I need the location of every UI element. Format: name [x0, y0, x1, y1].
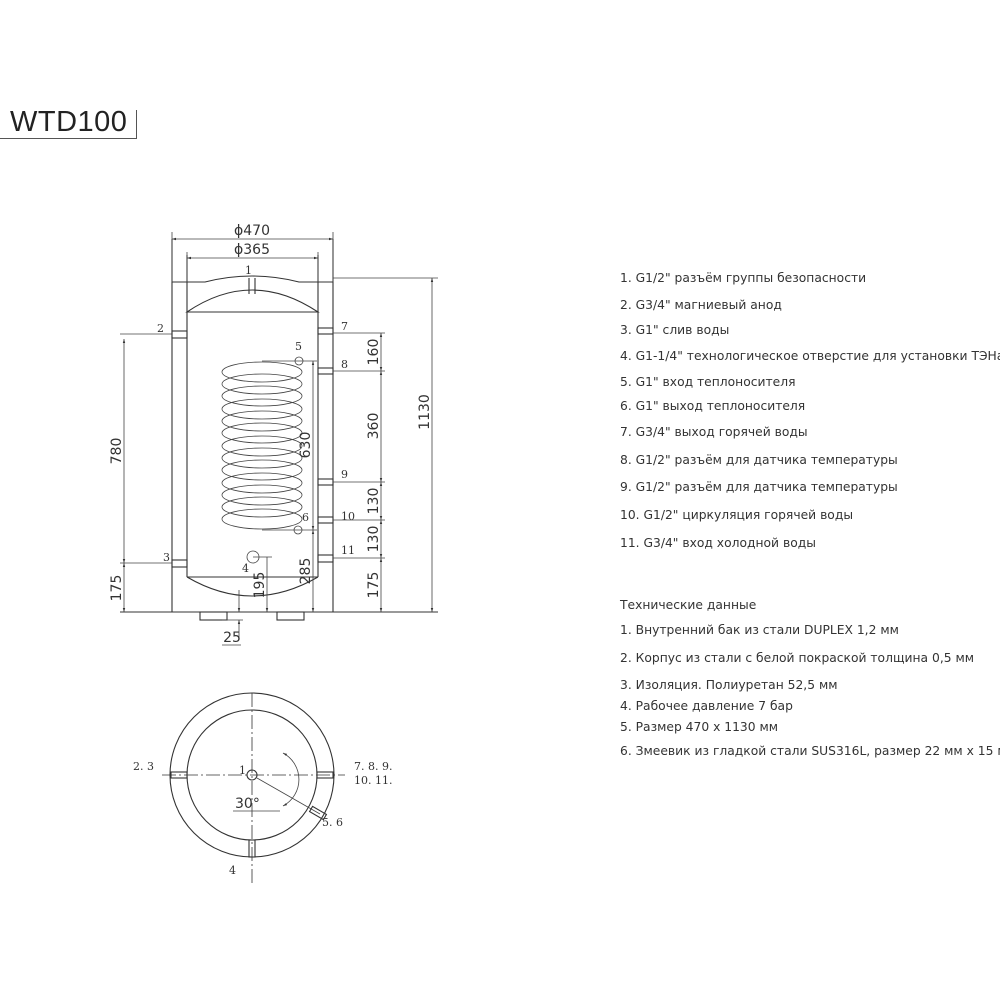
dimension-lines	[122, 237, 434, 646]
model-title: WTD100	[10, 106, 128, 138]
title-divider	[136, 110, 137, 139]
connection-item: 5. G1" вход теплоносителя	[620, 375, 796, 389]
tank-top-view	[162, 692, 345, 883]
dim-175-left: 175	[109, 575, 125, 602]
dim-175-right: 175	[366, 572, 382, 599]
top-view-label-left: 2. 3	[133, 760, 154, 773]
port-label-8: 8	[341, 358, 348, 371]
dim-285: 285	[298, 558, 314, 585]
top-view-label-right-2: 10. 11.	[354, 774, 392, 787]
dim-160: 160	[366, 339, 382, 366]
top-view-label-right-1: 7. 8. 9.	[354, 760, 392, 773]
dim-25: 25	[223, 630, 241, 646]
connection-item: 2. G3/4" магниевый анод	[620, 298, 782, 312]
connection-item: 10. G1/2" циркуляция горячей воды	[620, 508, 854, 522]
dim-195: 195	[252, 572, 268, 599]
port-label-5: 5	[295, 340, 302, 353]
tech-data-item: 2. Корпус из стали с белой покраской тол…	[620, 651, 975, 665]
connection-item: 3. G1" слив воды	[620, 323, 730, 337]
tech-data-item: 4. Рабочее давление 7 бар	[620, 699, 793, 713]
connection-item: 1. G1/2" разъём группы безопасности	[620, 271, 867, 285]
port-label-11: 11	[341, 544, 355, 557]
tech-data-item: 1. Внутренний бак из стали DUPLEX 1,2 мм	[620, 623, 899, 637]
angle-label: 30°	[235, 796, 260, 812]
dim-outer-diameter: ϕ470	[234, 223, 270, 239]
tech-data-heading: Технические данные	[620, 598, 757, 612]
top-view-label-bottom: 4	[229, 864, 236, 877]
port-label-9: 9	[341, 468, 348, 481]
dim-130-a: 130	[366, 488, 382, 515]
port-label-1: 1	[245, 264, 252, 277]
port-label-2: 2	[157, 322, 164, 335]
heat-exchanger-coil	[221, 356, 317, 564]
connection-item: 9. G1/2" разъём для датчика температуры	[620, 480, 898, 494]
connection-item: 8. G1/2" разъём для датчика температуры	[620, 453, 898, 467]
port-label-4: 4	[242, 562, 249, 575]
dim-130-b: 130	[366, 526, 382, 553]
dim-630: 630	[298, 432, 314, 459]
port-label-7: 7	[341, 320, 348, 333]
connection-item: 7. G3/4" выход горячей воды	[620, 425, 808, 439]
connection-item: 6. G1" выход теплоносителя	[620, 399, 806, 413]
tech-data-item: 5. Размер 470 x 1130 мм	[620, 720, 779, 734]
tech-data-item: 6. Змеевик из гладкой стали SUS316L, раз…	[620, 744, 1000, 758]
tech-data-item: 3. Изоляция. Полиуретан 52,5 мм	[620, 678, 838, 692]
port-label-10: 10	[341, 510, 355, 523]
connection-item: 4. G1-1/4" технологическое отверстие для…	[620, 349, 1000, 363]
top-view-label-angled: 5. 6	[322, 816, 343, 829]
dim-1130: 1130	[417, 394, 433, 430]
top-view-label-center: 1	[239, 764, 246, 777]
title-underline	[0, 138, 137, 139]
top-port-1	[246, 769, 258, 781]
dim-360: 360	[366, 413, 382, 440]
dim-inner-diameter: ϕ365	[234, 242, 270, 258]
connection-item: 11. G3/4" вход холодной воды	[620, 536, 816, 550]
port-label-6: 6	[302, 511, 309, 524]
tank-side-view	[120, 232, 438, 621]
dim-780: 780	[109, 438, 125, 465]
port-label-3: 3	[163, 551, 170, 564]
